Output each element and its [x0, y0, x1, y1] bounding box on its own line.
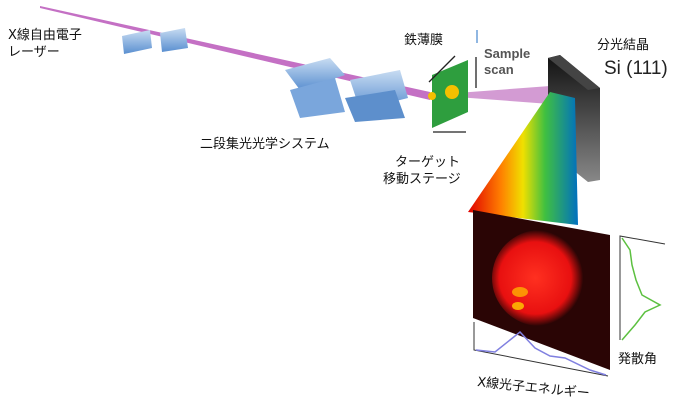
sample-scan-label: Sample [484, 46, 531, 61]
crystal-type-label: Si (111) [604, 58, 668, 79]
ablation-spot [445, 85, 459, 99]
stage-label: ターゲット [395, 155, 461, 170]
xray-beam-focused [430, 86, 550, 104]
divergence-label: 発散角 [618, 352, 658, 367]
iron-film-label: 鉄薄膜 [404, 33, 444, 48]
xfel-label-2: レーザー [8, 45, 60, 60]
xfel-label: X線自由電子 [8, 28, 82, 43]
mirror-stage-2 [285, 58, 408, 122]
mirror-stage-1 [122, 28, 188, 54]
stage-label-2: 移動ステージ [383, 172, 461, 187]
sample-scan-label-2: scan [484, 62, 514, 77]
divergence-profile-line [621, 237, 662, 341]
divergence-plot [619, 235, 666, 341]
energy-profile-line [475, 330, 607, 376]
focusing-optics-label: 二段集光光学システム [200, 137, 330, 152]
crystal-label: 分光結晶 [597, 38, 650, 53]
dispersed-spectrum [468, 92, 578, 225]
stage-arrows [428, 55, 477, 133]
photon-energy-plot [473, 322, 609, 377]
